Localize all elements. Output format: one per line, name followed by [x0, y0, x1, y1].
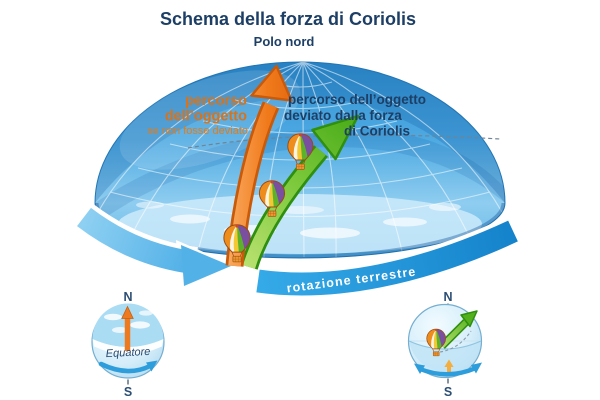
- trajectory-dashed-line: [439, 330, 472, 353]
- north-arrow-icon: [121, 305, 134, 319]
- pole-label: Polo nord: [254, 34, 315, 49]
- rotation-band: rotazione terrestre: [255, 216, 520, 300]
- oscillation-arrow-icon: [417, 365, 479, 377]
- north-label: N: [123, 290, 132, 304]
- updraft-arrow-icon: [444, 359, 454, 367]
- oscillation-arrowhead-left: [414, 363, 425, 374]
- south-label: S: [124, 385, 132, 399]
- equator-line: [408, 340, 482, 350]
- equator-label: Equatore: [105, 346, 150, 360]
- deviated-path-label-line3: di Coriolis: [344, 124, 410, 139]
- south-label: S: [444, 385, 452, 399]
- globe-with-rotation: N S: [407, 290, 483, 399]
- straight-path-label: percorso dell’oggetto se non fosse devia…: [147, 93, 248, 137]
- green-arrowhead: [311, 114, 360, 161]
- north-label: N: [443, 290, 452, 304]
- dome-gloss-cap: [95, 62, 505, 203]
- rotation-arrowhead: [146, 360, 158, 372]
- southern-hemisphere-shade: [409, 341, 481, 372]
- equator-band: [92, 339, 164, 355]
- dome-gloss-swoosh: [95, 128, 505, 222]
- straight-path-label-line2: dell’oggetto: [165, 109, 247, 125]
- deviated-path-label: percorso dell’oggetto deviato dalla forz…: [284, 92, 426, 139]
- straight-path-label-line1: percorso: [185, 93, 247, 109]
- rotation-arrow-icon: [98, 361, 153, 374]
- deviated-path-label-line1: percorso dell’oggetto: [288, 92, 426, 107]
- straight-path-label-line3: se non fosse deviato: [147, 125, 248, 137]
- rotation-band-arrow-west: [74, 204, 238, 292]
- band-arrowhead: [181, 245, 231, 286]
- sky-band: [118, 194, 482, 254]
- diagram-title: Schema della forza di Coriolis: [160, 9, 416, 29]
- oscillation-arrowhead-right: [471, 362, 482, 374]
- deviated-arrow-icon: [460, 310, 478, 328]
- deviated-path-label-line2: deviato dalla forza: [284, 108, 402, 123]
- mini-clouds: [104, 310, 153, 333]
- orange-arrowhead: [250, 64, 293, 102]
- globe-no-rotation: N Equatore S: [91, 290, 165, 399]
